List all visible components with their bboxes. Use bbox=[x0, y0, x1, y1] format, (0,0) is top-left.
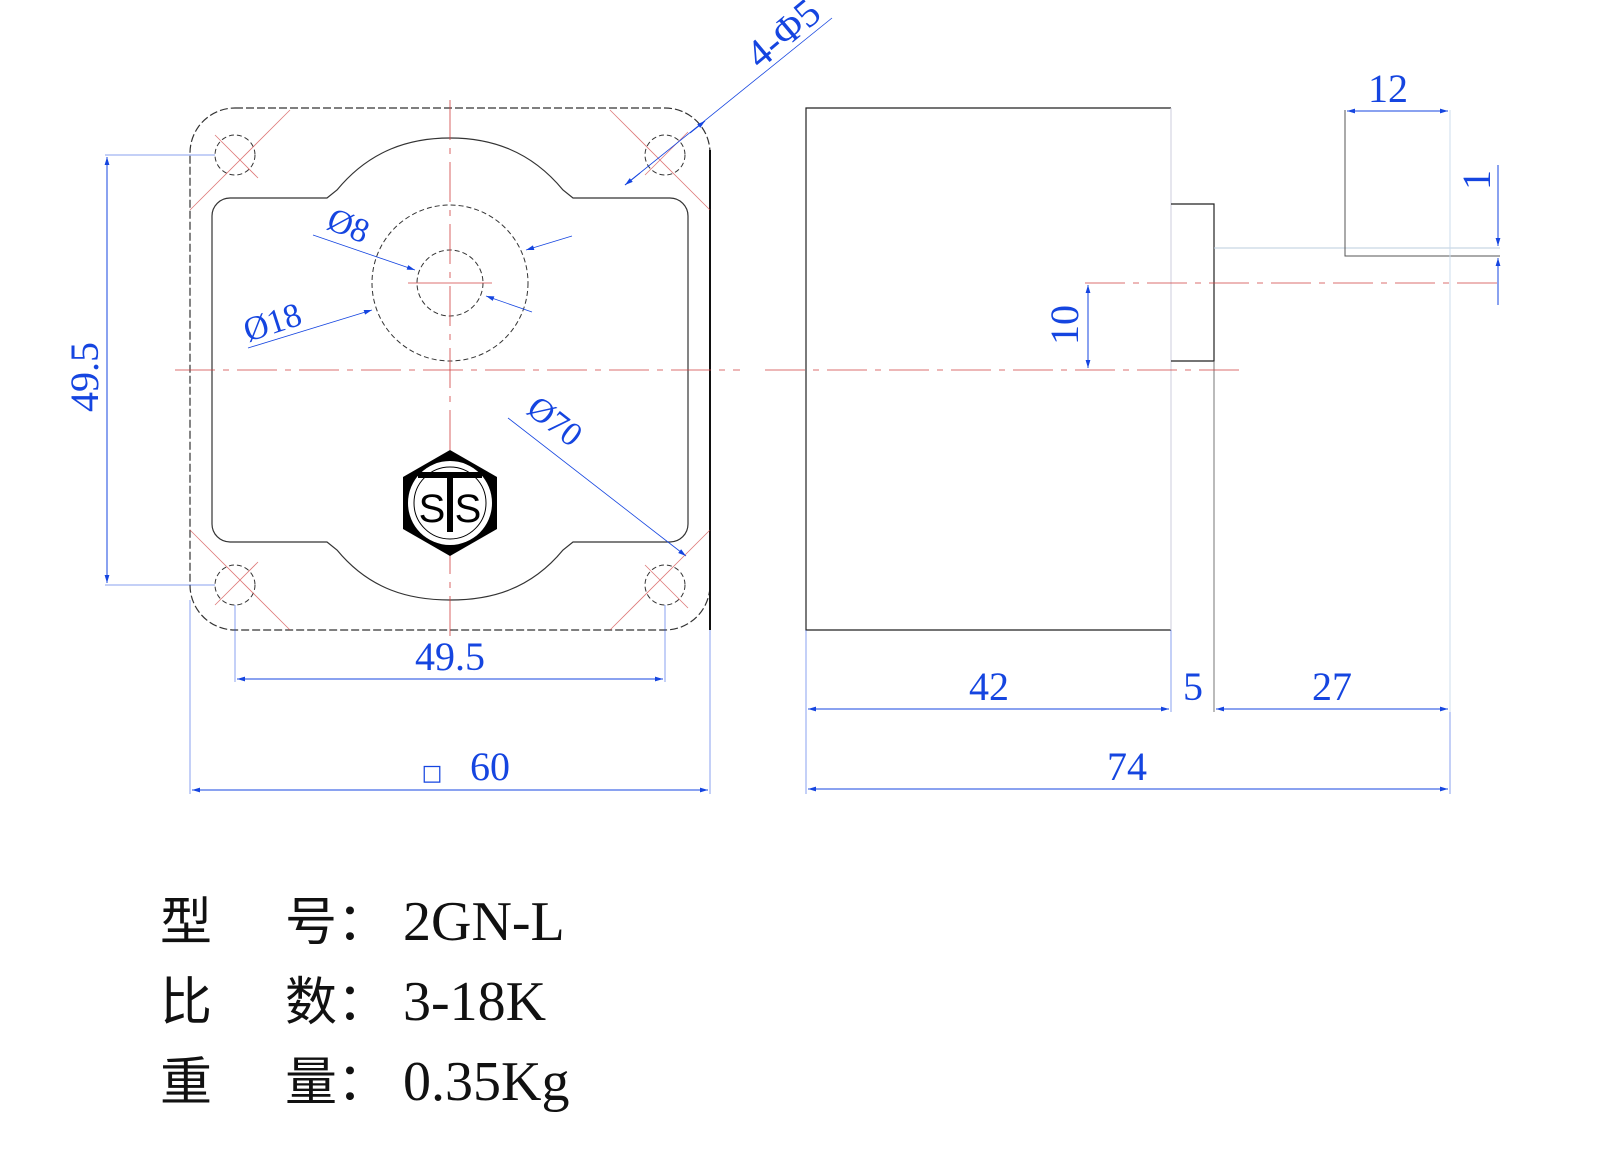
housing-outline bbox=[211, 137, 689, 601]
shaft-key bbox=[1344, 110, 1500, 257]
spec-value: 2GN-L bbox=[403, 891, 565, 953]
pilot-flange bbox=[1171, 203, 1215, 362]
square-symbol: □ bbox=[422, 761, 443, 786]
spec-label-char: 比 bbox=[160, 973, 213, 1033]
dim-key-length: 12 bbox=[1368, 66, 1408, 111]
centerlines bbox=[175, 100, 740, 640]
dim-total-length: 74 bbox=[1107, 744, 1147, 789]
dim-shaft-diameter: Ø8 bbox=[322, 201, 374, 251]
spec-label-char: 重 bbox=[160, 1053, 213, 1113]
dim-pcd: Ø70 bbox=[520, 389, 589, 454]
dim-pilot-length: 5 bbox=[1183, 664, 1203, 709]
sts-logo: S S bbox=[403, 450, 497, 556]
svg-text:S: S bbox=[419, 487, 446, 531]
dim-flange-size: 60 bbox=[470, 744, 510, 789]
dim-hole-spacing-horizontal: 49.5 bbox=[415, 634, 485, 679]
front-view: S S 4-Φ5 Ø8 Ø18 Ø70 49.5 49.5 bbox=[62, 0, 833, 794]
side-view: 12 1 10 42 5 27 74 bbox=[765, 66, 1501, 794]
spec-label-char: 号： bbox=[285, 893, 390, 953]
spec-weight: 重 量：0.35Kg bbox=[160, 1040, 569, 1115]
spec-label-char: 型 bbox=[160, 893, 213, 953]
spec-value: 0.35Kg bbox=[403, 1051, 570, 1113]
spec-label-char: 量： bbox=[285, 1053, 390, 1113]
spec-ratio: 比 数：3-18K bbox=[160, 960, 546, 1035]
mounting-holes bbox=[214, 134, 686, 606]
spec-label-char: 数： bbox=[285, 973, 390, 1033]
dim-shaft-length: 27 bbox=[1312, 664, 1352, 709]
svg-text:S: S bbox=[455, 487, 482, 531]
dim-key-depth: 1 bbox=[1454, 170, 1499, 190]
motor-body bbox=[805, 107, 1171, 631]
dim-body-length: 42 bbox=[969, 664, 1009, 709]
dim-boss-diameter: Ø18 bbox=[239, 296, 306, 349]
spec-model: 型 号：2GN-L bbox=[160, 880, 565, 955]
dim-holes: 4-Φ5 bbox=[737, 0, 829, 77]
dim-shaft-offset: 10 bbox=[1042, 305, 1087, 345]
dim-hole-spacing-vertical: 49.5 bbox=[62, 342, 107, 412]
spec-value: 3-18K bbox=[403, 971, 547, 1033]
